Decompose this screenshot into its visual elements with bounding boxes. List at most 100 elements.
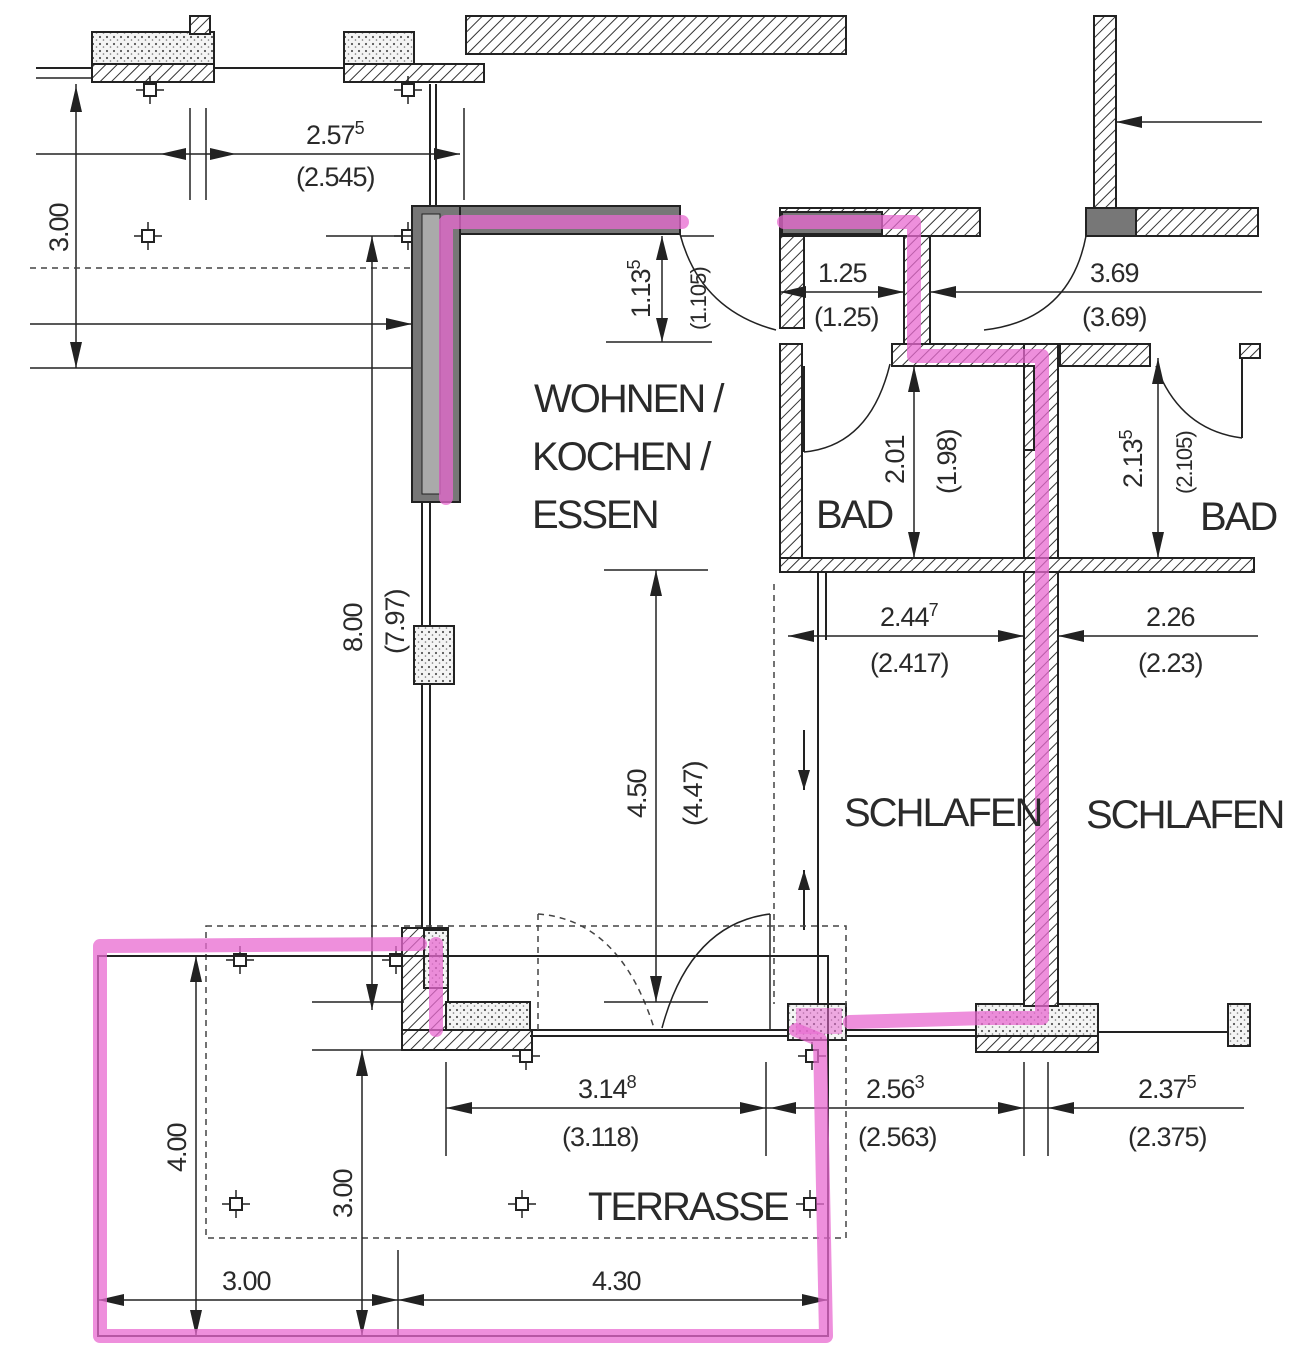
- room-label-bad-right: BAD: [1200, 495, 1276, 539]
- room-label-schlafen-right: SCHLAFEN: [1086, 793, 1283, 837]
- dim-arrow: [1048, 1102, 1074, 1114]
- dim-arrow: [908, 532, 920, 558]
- dim-label-bad-right-height-paren: (2.105): [1172, 431, 1197, 494]
- door-swing-living: [679, 233, 777, 331]
- dim-arrow: [366, 236, 378, 262]
- dim-label-door-height-paren: (1.105): [686, 267, 711, 330]
- dim-label-room-depth: 4.50: [622, 769, 652, 818]
- top-wall-block-mid: [343, 31, 415, 65]
- dim-label-left-height: 3.00: [44, 203, 74, 252]
- dim-label-terrace-left-width: 3.00: [222, 1266, 271, 1296]
- terrace-dashed-outline: [205, 925, 847, 1239]
- column-marker: [508, 1190, 536, 1218]
- room-label-terrasse: TERRASSE: [588, 1185, 788, 1229]
- dim-arrow: [386, 318, 412, 330]
- dim-label-terrace-inner-height: 3.00: [328, 1169, 358, 1218]
- top-wall-block-left: [91, 31, 215, 65]
- room-label-wohnen: WOHNEN /: [534, 377, 725, 421]
- dim-arrow: [356, 1050, 368, 1076]
- wall-pier-left: [413, 625, 455, 685]
- dimension-labels: 2.575 (2.545) 3.00 1.25 (1.25) 3.69 (3.6…: [44, 118, 1208, 1296]
- dim-arrow: [70, 86, 82, 112]
- column-marker: [222, 1190, 250, 1218]
- wall-right-top: [1135, 207, 1259, 237]
- column-marker: [394, 76, 422, 104]
- dim-arrow: [770, 1102, 796, 1114]
- dim-arrow: [356, 1310, 368, 1336]
- dim-arrow: [366, 984, 378, 1010]
- wall-living-left-inner: [421, 213, 441, 495]
- wall-bottom-right-strip: [975, 1035, 1099, 1053]
- door-frame-bath: [1023, 365, 1035, 451]
- highlight-living-wall: [439, 215, 689, 505]
- dim-label-bad-width-paren: (1.25): [814, 302, 879, 332]
- wall-bottom-far-right: [1227, 1003, 1251, 1047]
- dim-arrow: [656, 318, 668, 342]
- room-label-essen: ESSEN: [532, 493, 658, 537]
- wall-right-vertical: [1093, 15, 1117, 209]
- highlight-pier: [796, 1008, 842, 1034]
- dim-label-bad-height: 2.01: [880, 435, 910, 484]
- dim-arrow: [930, 286, 956, 298]
- dim-label-door-height: 1.135: [624, 259, 656, 318]
- top-wall-right: [465, 15, 847, 55]
- dim-label-living-width: 3.148: [578, 1072, 637, 1104]
- dim-label-bad-right-height: 2.135: [1116, 429, 1148, 488]
- dim-label-top-width: 2.575: [306, 118, 365, 150]
- dim-label-bad-height-paren: (1.98): [932, 429, 962, 494]
- wall-right-top-solid: [1085, 207, 1137, 237]
- dim-label-total-height: 8.00: [338, 603, 368, 652]
- dim-arrow: [656, 236, 668, 260]
- dim-arrow: [1152, 532, 1164, 558]
- wall-bath-right-horizontal: [1059, 343, 1151, 367]
- wall-bath-bottom: [779, 557, 1255, 573]
- dim-label-right-width: 3.69: [1090, 258, 1139, 288]
- dim-arrow: [878, 286, 904, 298]
- dim-arrow: [372, 1294, 398, 1306]
- dim-label-schlafen-right-width-paren: (2.23): [1138, 648, 1203, 678]
- dim-arrow: [998, 630, 1024, 642]
- dim-label-mid-width: 2.563: [866, 1072, 925, 1104]
- door-swing-terrace-right: [661, 913, 771, 1029]
- door-swing-right-top: [983, 235, 1087, 331]
- dim-label-top-width-paren: (2.545): [296, 162, 375, 192]
- room-labels: WOHNEN / KOCHEN / ESSEN BAD BAD SCHLAFEN…: [532, 377, 1285, 1229]
- dim-label-schlafen-right-width: 2.26: [1146, 602, 1195, 632]
- wall-right-stub: [1239, 343, 1261, 359]
- wall-bath-left-top: [779, 235, 805, 329]
- dim-label-terrace-height: 4.00: [162, 1123, 192, 1172]
- dim-arrow: [160, 148, 186, 160]
- column-marker: [136, 76, 164, 104]
- dim-arrow: [650, 570, 662, 596]
- top-wall-stub: [189, 15, 211, 35]
- top-wall-strip-left: [91, 63, 215, 83]
- dim-arrow: [780, 286, 806, 298]
- dim-arrow: [446, 1102, 472, 1114]
- highlight-bedroom-wall: [777, 215, 1049, 1029]
- wall-bath-left: [779, 343, 803, 567]
- column-marker: [134, 222, 162, 250]
- highlight-terrace: [93, 937, 833, 1343]
- door-swing-bath-right: [1155, 365, 1243, 439]
- dim-arrow: [398, 1294, 424, 1306]
- dim-arrow: [788, 630, 814, 642]
- dim-arrow: [434, 148, 460, 160]
- dim-label-right-bottom-paren: (2.375): [1128, 1122, 1207, 1152]
- doors: [537, 233, 1243, 1030]
- dim-label-mid-width-paren: (2.563): [858, 1122, 937, 1152]
- dim-arrow: [998, 1102, 1024, 1114]
- dim-arrow: [210, 148, 236, 160]
- door-swing-bath-left: [803, 363, 891, 453]
- sliding-arrow-head-2: [798, 870, 810, 890]
- dim-label-right-width-paren: (3.69): [1082, 302, 1147, 332]
- dim-label-room-depth-paren: (4.47): [678, 761, 708, 826]
- highlight-markings: [93, 215, 1049, 1343]
- wall-bottom-left-block: [445, 1001, 531, 1033]
- dim-arrow: [1058, 630, 1084, 642]
- dim-arrow: [802, 1294, 828, 1306]
- dim-arrow: [1152, 358, 1164, 384]
- dim-arrow: [1116, 116, 1142, 128]
- dim-label-terrace-right-width: 4.30: [592, 1266, 641, 1296]
- terrace: [97, 925, 847, 1337]
